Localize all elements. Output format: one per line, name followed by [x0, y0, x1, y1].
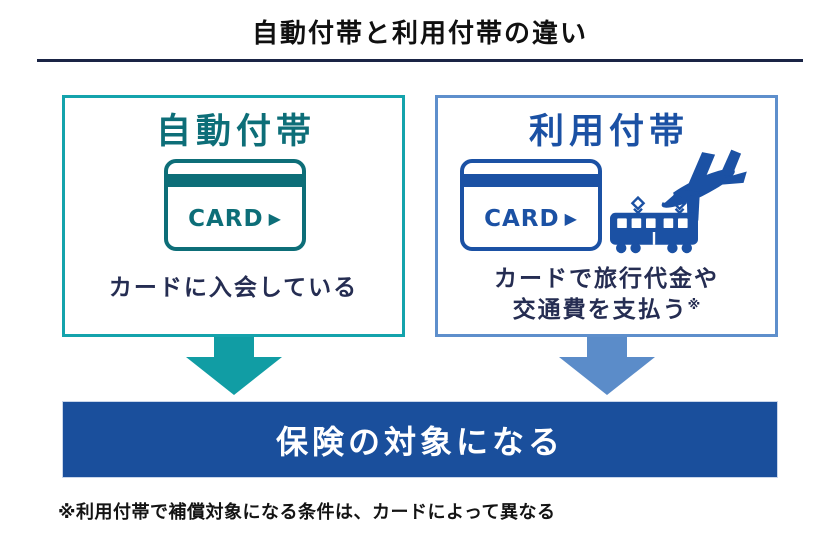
banner-label: 保険の対象になる	[275, 422, 564, 461]
usage-caption-line1: カードで旅行代金や	[494, 266, 719, 293]
card-magnetic-stripe	[464, 174, 598, 187]
card-magnetic-stripe	[168, 174, 302, 187]
comparison-boxes: 自動付帯 CARD▶ カードに入会している 利用付帯 CARD▶	[62, 95, 778, 337]
page-title: 自動付帯と利用付帯の違い	[251, 19, 588, 49]
auto-arrow-column	[62, 337, 405, 395]
card-arrow-icon: ▶	[268, 209, 282, 228]
usage-arrow-column	[435, 337, 778, 395]
auto-coverage-title: 自動付帯	[155, 112, 316, 152]
card-label-text: CARD	[484, 206, 560, 232]
usage-coverage-box: 利用付帯 CARD▶	[435, 95, 778, 337]
footnote-text: ※利用付帯で補償対象になる条件は、カードによって異なる	[58, 502, 556, 523]
card-label-text: CARD	[188, 206, 264, 232]
train-icon	[610, 195, 698, 254]
down-arrow-icon-blue	[558, 337, 655, 395]
usage-coverage-caption: カードで旅行代金や 交通費を支払う※	[438, 264, 775, 325]
auto-coverage-box: 自動付帯 CARD▶ カードに入会している	[62, 95, 405, 337]
usage-coverage-title: 利用付帯	[528, 112, 689, 152]
card-label: CARD▶	[168, 206, 302, 232]
usage-caption-line2: 交通費を支払う	[512, 296, 688, 323]
title-divider	[37, 59, 803, 62]
card-label: CARD▶	[464, 206, 598, 232]
insurance-result-banner: 保険の対象になる	[62, 401, 778, 478]
diagram-content: 自動付帯 CARD▶ カードに入会している 利用付帯 CARD▶	[62, 95, 778, 478]
auto-coverage-caption: カードに入会している	[108, 275, 359, 301]
down-arrows	[62, 337, 778, 395]
card-arrow-icon: ▶	[564, 209, 578, 228]
credit-card-icon: CARD▶	[460, 159, 602, 251]
credit-card-icon: CARD▶	[164, 159, 306, 251]
down-arrow-icon-teal	[185, 337, 282, 395]
footnote-mark: ※	[687, 297, 701, 313]
